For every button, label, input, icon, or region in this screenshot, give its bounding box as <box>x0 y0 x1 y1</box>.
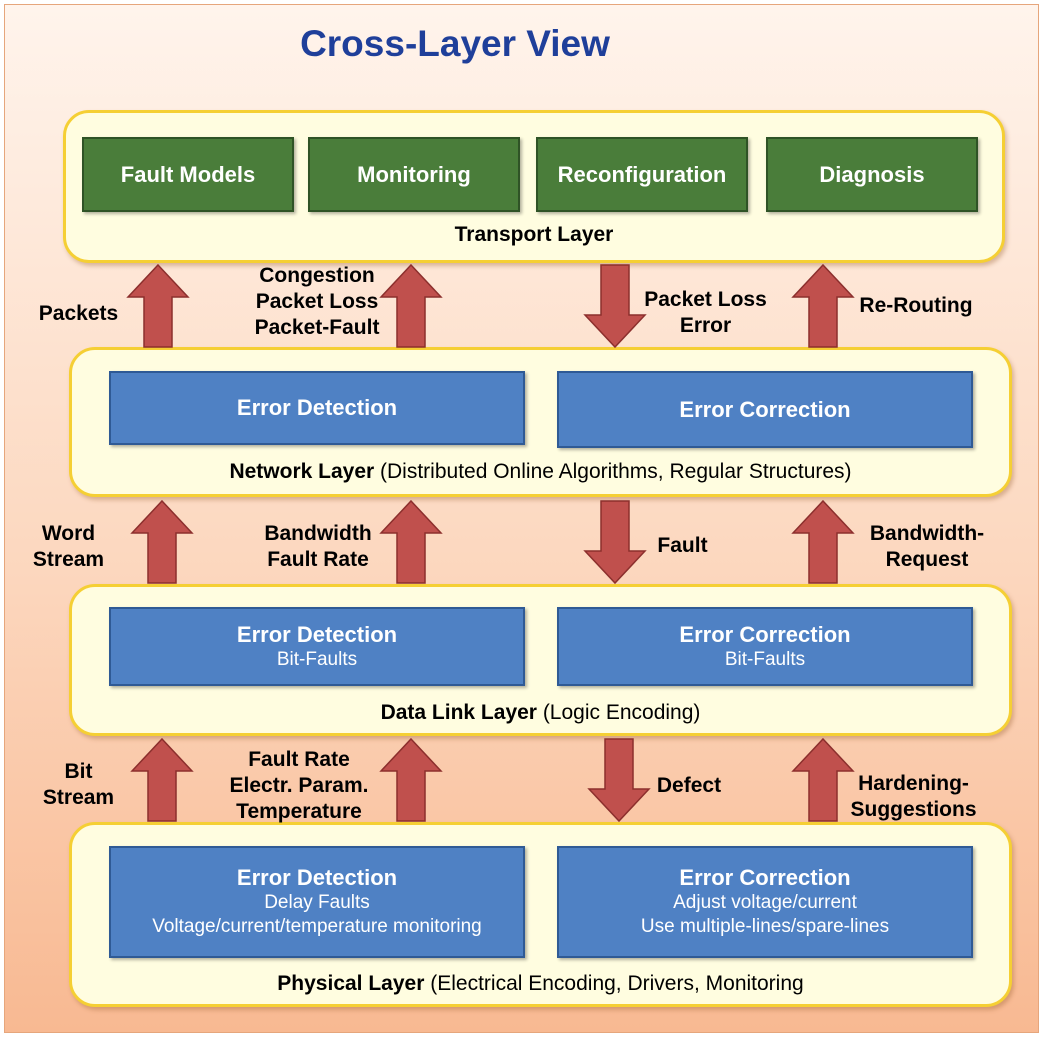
up-arrow-bit-stream <box>130 737 194 822</box>
monitoring-box: Monitoring <box>308 137 520 212</box>
up-arrow-word-stream <box>130 499 194 584</box>
physical-error-correction-line-2: Use multiple-lines/spare-lines <box>640 916 890 937</box>
network-error-correction-box: Error Correction <box>557 371 973 448</box>
physical-error-correction-line-1: Adjust voltage/current <box>673 892 857 913</box>
label-fault: Fault <box>657 534 708 557</box>
physical-error-correction-box: Error Correction Adjust voltage/current … <box>557 846 973 958</box>
datalink-layer-label: Data Link Layer (Logic Encoding) <box>380 701 701 724</box>
physical-error-detection-line-1: Delay Faults <box>264 892 370 913</box>
datalink-error-detection-line: Bit-Faults <box>276 648 358 670</box>
up-arrow-bandwidth-request <box>791 499 855 584</box>
physical-error-detection-title: Error Detection <box>236 865 398 890</box>
datalink-error-correction-box: Error Correction Bit-Faults <box>557 607 973 686</box>
physical-layer-label: Physical Layer (Electrical Encoding, Dri… <box>277 972 804 995</box>
physical-layer: Error Detection Delay Faults Voltage/cur… <box>69 822 1012 1007</box>
network-layer-label: Network Layer (Distributed Online Algori… <box>229 460 852 483</box>
transport-layer: Fault Models Monitoring Reconfiguration … <box>63 110 1005 263</box>
datalink-layer: Error Detection Bit-Faults Error Correct… <box>69 584 1012 736</box>
label-defect: Defect <box>656 774 722 797</box>
label-re-routing: Re-Routing <box>859 294 973 317</box>
up-arrow-fault-rate <box>379 737 443 822</box>
reconfiguration-box: Reconfiguration <box>536 137 748 212</box>
label-hardening-suggestions: Hardening-Suggestions <box>850 772 977 821</box>
fault-models-box: Fault Models <box>82 137 294 212</box>
label-packets: Packets <box>38 302 119 325</box>
transport-layer-label: Transport Layer <box>454 223 614 246</box>
up-arrow-bandwidth <box>379 499 443 584</box>
down-arrow-packet-loss <box>583 264 647 349</box>
datalink-error-detection-box: Error Detection Bit-Faults <box>109 607 525 686</box>
physical-error-detection-box: Error Detection Delay Faults Voltage/cur… <box>109 846 525 958</box>
datalink-error-detection-title: Error Detection <box>236 621 398 647</box>
physical-error-detection-line-2: Voltage/current/temperature monitoring <box>152 916 482 937</box>
down-arrow-defect <box>587 738 651 823</box>
diagram-canvas: Cross-Layer View Fault Models Monitoring… <box>4 4 1039 1033</box>
up-arrow-packets <box>126 263 190 348</box>
network-error-detection-box: Error Detection <box>109 371 525 445</box>
diagram-title: Cross-Layer View <box>300 23 610 64</box>
datalink-error-correction-title: Error Correction <box>679 621 851 647</box>
up-arrow-congestion <box>379 263 443 348</box>
up-arrow-re-routing <box>791 263 855 348</box>
network-layer: Error Detection Error Correction Network… <box>69 347 1012 497</box>
down-arrow-fault <box>583 500 647 585</box>
up-arrow-hardening <box>791 737 855 822</box>
physical-error-correction-title: Error Correction <box>679 865 851 890</box>
datalink-error-correction-line: Bit-Faults <box>724 648 806 670</box>
network-error-correction-title: Error Correction <box>679 396 851 422</box>
label-bandwidth-request: Bandwidth-Request <box>869 522 985 571</box>
network-error-detection-title: Error Detection <box>236 395 398 420</box>
diagnosis-box: Diagnosis <box>766 137 978 212</box>
